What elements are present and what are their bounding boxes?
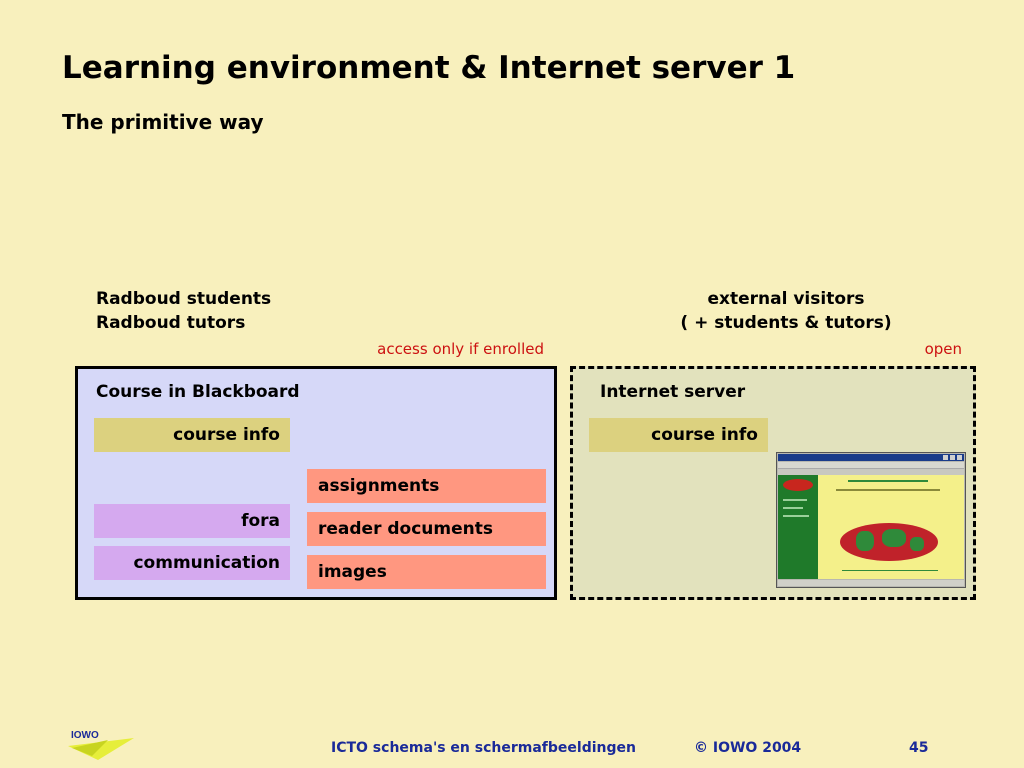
footer-title: ICTO schema's en schermafbeeldingen: [331, 740, 636, 756]
thumbnail-sidebar: [778, 475, 818, 579]
page-number: 45: [909, 740, 929, 756]
thumbnail-toolbar: [778, 468, 964, 475]
blackboard-box-title: Course in Blackboard: [96, 382, 300, 402]
footer-copyright: © IOWO 2004: [694, 740, 802, 756]
communication-block: communication: [94, 546, 290, 580]
server-course-info-block: course info: [589, 418, 768, 452]
website-screenshot-thumbnail: [776, 452, 966, 588]
access-enrolled-note: access only if enrolled: [377, 340, 544, 358]
fora-block: fora: [94, 504, 290, 538]
iowo-logo-text: IOWO: [71, 730, 99, 741]
thumbnail-titlebar: [778, 454, 964, 461]
radboud-audience-label: Radboud students Radboud tutors: [96, 287, 271, 335]
slide-subtitle: The primitive way: [62, 110, 264, 134]
blackboard-course-info-block: course info: [94, 418, 290, 452]
assignments-block: assignments: [307, 469, 546, 503]
server-box-title: Internet server: [600, 382, 746, 402]
reader-documents-block: reader documents: [307, 512, 546, 546]
iowo-logo-icon: IOWO: [68, 730, 134, 760]
radboud-tutors-label: Radboud tutors: [96, 313, 246, 333]
external-audience-label: external visitors ( + students & tutors): [606, 287, 966, 335]
open-access-note: open: [924, 340, 962, 358]
students-tutors-label: ( + students & tutors): [680, 313, 892, 333]
external-visitors-label: external visitors: [707, 289, 865, 309]
slide-title: Learning environment & Internet server 1: [62, 50, 796, 86]
thumbnail-menubar: [778, 462, 964, 468]
radboud-students-label: Radboud students: [96, 289, 272, 309]
spine-logo-icon: [783, 479, 813, 491]
images-block: images: [307, 555, 546, 589]
thumbnail-statusbar: [778, 580, 964, 586]
thumbnail-page-content: [778, 475, 964, 579]
